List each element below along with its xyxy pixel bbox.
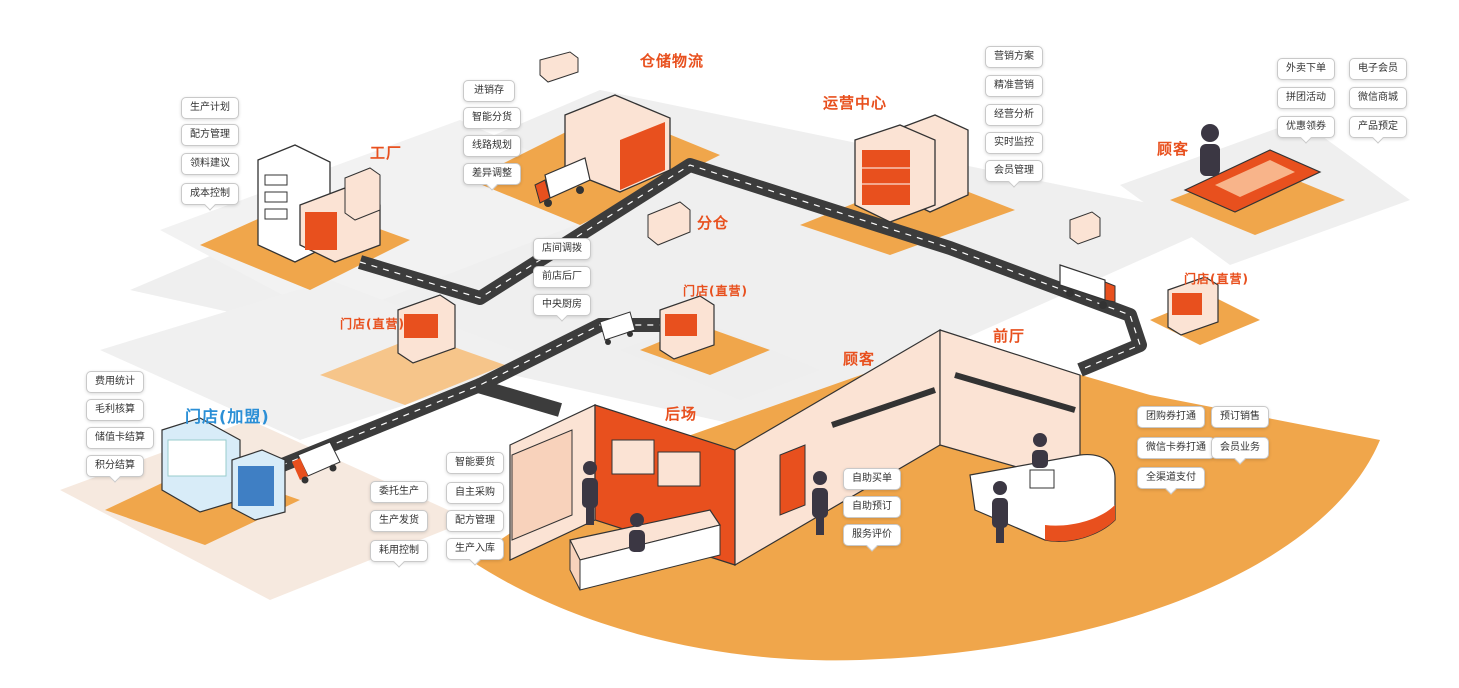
zone-title-dining-customer: 顾客 <box>843 350 876 368</box>
self-service-label[interactable]: 服务评价 <box>843 524 901 546</box>
franchise-label[interactable]: 费用统计 <box>86 371 144 393</box>
front-hall-label[interactable]: 团购券打通 <box>1137 406 1205 428</box>
direct-store-mid <box>659 295 715 360</box>
road-markings <box>269 164 1141 471</box>
factory-label[interactable]: 成本控制 <box>181 183 239 205</box>
self-service-label[interactable]: 自助买单 <box>843 468 901 490</box>
front-hall-label[interactable]: 微信卡券打通 <box>1137 437 1215 459</box>
direct-store-right <box>1167 276 1219 336</box>
franchise-store <box>161 417 286 521</box>
zone-title-kitchen: 后场 <box>665 405 698 423</box>
direct-store-left <box>397 294 456 364</box>
customer-label[interactable]: 优惠领券 <box>1277 116 1335 138</box>
customer-label[interactable]: 微信商城 <box>1349 87 1407 109</box>
ops-center-label[interactable]: 精准营销 <box>985 75 1043 97</box>
zone-title-franchise-store: 门店(加盟) <box>185 407 270 426</box>
factory-label[interactable]: 配方管理 <box>181 124 239 146</box>
warehouse-label[interactable]: 进销存 <box>463 80 515 102</box>
factory-label[interactable]: 生产计划 <box>181 97 239 119</box>
franchise-label[interactable]: 储值卡结算 <box>86 427 154 449</box>
kitchen-left-label[interactable]: 生产发货 <box>370 510 428 532</box>
warehouse-building <box>539 51 671 193</box>
central-kitchen-label[interactable]: 店间调拨 <box>533 238 591 260</box>
front-hall-label[interactable]: 预订销售 <box>1211 406 1269 428</box>
ops-center-label[interactable]: 营销方案 <box>985 46 1043 68</box>
front-hall-label[interactable]: 会员业务 <box>1211 437 1269 459</box>
ops-center-label[interactable]: 会员管理 <box>985 160 1043 182</box>
customer-label[interactable]: 外卖下单 <box>1277 58 1335 80</box>
kitchen-left-label[interactable]: 委托生产 <box>370 481 428 503</box>
delivery-truck-mid <box>599 311 636 345</box>
people <box>582 433 1048 552</box>
branch-warehouse-box <box>647 201 691 246</box>
kitchen-right-label[interactable]: 智能要货 <box>446 452 504 474</box>
direct-store-left-platform <box>320 335 505 405</box>
warehouse-label[interactable]: 线路规划 <box>463 135 521 157</box>
zone-title-customer: 顾客 <box>1157 140 1190 158</box>
delivery-truck-warehouse <box>534 157 591 207</box>
warehouse-label[interactable]: 差异调整 <box>463 163 521 185</box>
franchise-label[interactable]: 积分结算 <box>86 455 144 477</box>
kitchen-right-label[interactable]: 自主采购 <box>446 482 504 504</box>
kitchen-left-label[interactable]: 耗用控制 <box>370 540 428 562</box>
customer-label[interactable]: 拼团活动 <box>1277 87 1335 109</box>
kitchen-right-label[interactable]: 生产入库 <box>446 538 504 560</box>
dining-walls <box>734 328 1081 567</box>
zone-title-warehouse: 仓储物流 <box>640 52 705 70</box>
zone-title-front-hall: 前厅 <box>993 327 1026 345</box>
central-kitchen-label[interactable]: 中央厨房 <box>533 294 591 316</box>
ops-center-label[interactable]: 经营分析 <box>985 104 1043 126</box>
franchise-label[interactable]: 毛利核算 <box>86 399 144 421</box>
zone-title-branch-warehouse: 分仓 <box>697 214 730 232</box>
factory-label[interactable]: 领料建议 <box>181 153 239 175</box>
factory-building <box>257 144 381 263</box>
customer-label[interactable]: 电子会员 <box>1349 58 1407 80</box>
delivery-truck-right <box>1059 264 1116 309</box>
delivery-truck-franchise <box>292 441 341 484</box>
ops-center-building <box>854 114 969 223</box>
central-kitchen-label[interactable]: 前店后厂 <box>533 266 591 288</box>
zone-title-ops-center: 运营中心 <box>823 94 888 112</box>
warehouse-label[interactable]: 智能分货 <box>463 107 521 129</box>
customer-phone <box>1069 124 1322 245</box>
self-service-label[interactable]: 自助预订 <box>843 496 901 518</box>
zone-title-direct-store-left: 门店(直营) <box>340 317 405 331</box>
ops-center-label[interactable]: 实时监控 <box>985 132 1043 154</box>
zone-title-direct-store-mid: 门店(直营) <box>683 284 748 298</box>
zone-title-direct-store-right: 门店(直营) <box>1184 272 1249 286</box>
front-hall-label[interactable]: 全渠道支付 <box>1137 467 1205 489</box>
zone-title-factory: 工厂 <box>370 144 403 162</box>
customer-label[interactable]: 产品预定 <box>1349 116 1407 138</box>
kitchen-right-label[interactable]: 配方管理 <box>446 510 504 532</box>
